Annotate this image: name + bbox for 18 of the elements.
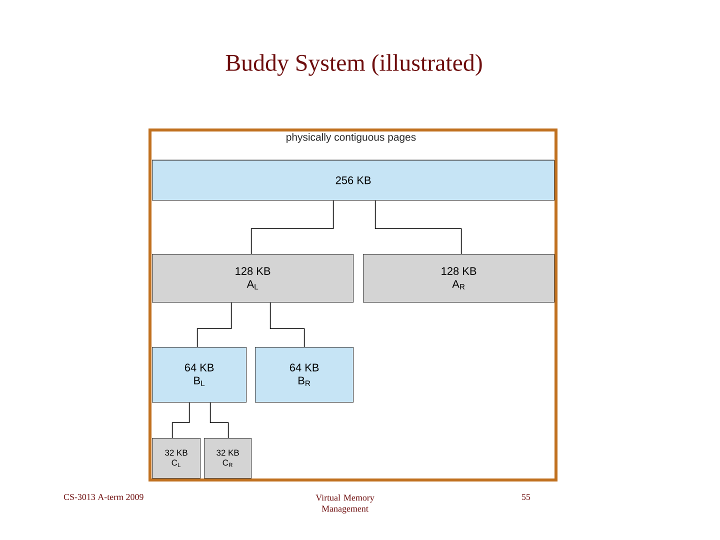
memory-block: 32 KB C$_{L}$ xyxy=(152,438,201,479)
band-heading: physically contiguous pages xyxy=(286,133,416,143)
memory-block: 32 KB C$_{R}$ xyxy=(204,438,252,479)
slide-title: Buddy System (illustrated) xyxy=(226,54,482,76)
footer-text: Virtual Memory Management xyxy=(316,494,374,514)
connector-line xyxy=(374,200,462,254)
connector-line xyxy=(270,302,305,348)
footer-text: CS-3013 A-term 2009 xyxy=(64,494,144,500)
memory-block: 256 KB xyxy=(152,160,555,201)
page-number: 55 xyxy=(522,494,530,500)
connector-line xyxy=(210,402,229,438)
memory-block: 64 KB B$_{R}$ xyxy=(255,347,354,403)
connector-line xyxy=(250,200,334,254)
memory-block: 64 KB B$_{L}$ xyxy=(152,347,247,403)
connector-line xyxy=(196,302,232,348)
memory-block: 128 KB A$_{L}$ xyxy=(152,254,354,303)
memory-block: 128 KB A$_{R}$ xyxy=(363,254,555,303)
connector-line xyxy=(172,402,190,438)
